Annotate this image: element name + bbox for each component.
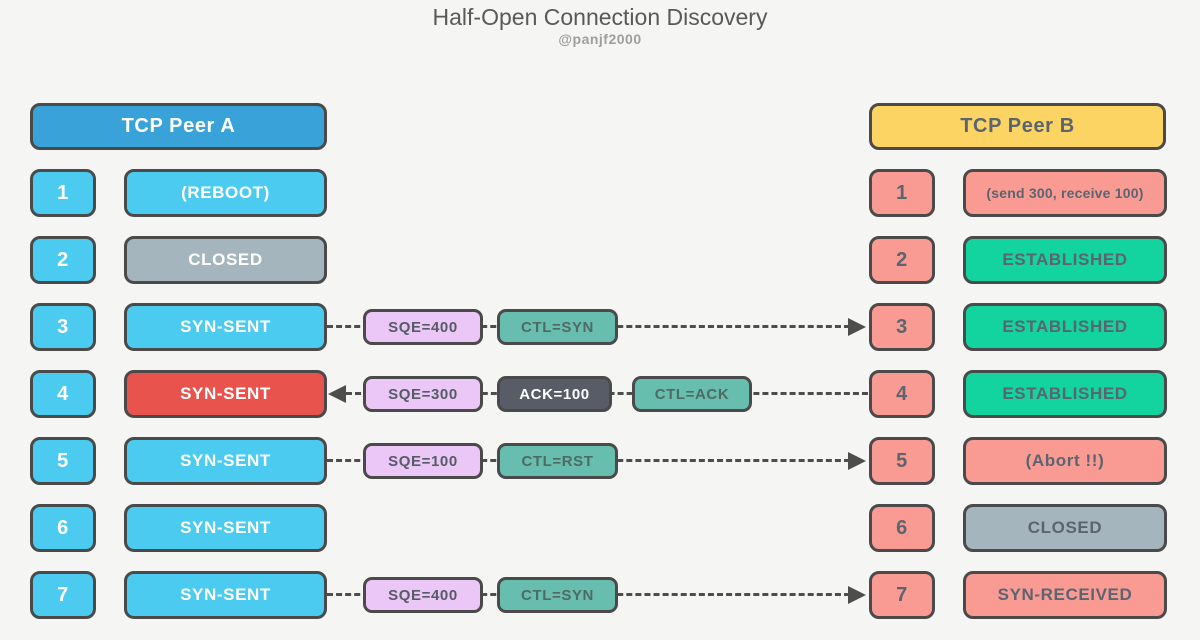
peer-b-step-badge: 5 bbox=[869, 437, 935, 485]
peer-a-step-badge: 2 bbox=[30, 236, 96, 284]
diagram-author: @panjf2000 bbox=[558, 31, 642, 47]
peer-a-state: (REBOOT) bbox=[124, 169, 327, 217]
arrow-head-right-icon bbox=[848, 452, 866, 470]
peer-b-step-badge: 4 bbox=[869, 370, 935, 418]
message-box-ack: ACK=100 bbox=[497, 376, 612, 412]
message-box-seq: SQE=300 bbox=[363, 376, 483, 412]
arrow-head-right-icon bbox=[848, 586, 866, 604]
peer-a-state: SYN-SENT bbox=[124, 504, 327, 552]
peer-b-state: CLOSED bbox=[963, 504, 1167, 552]
message-box-ctl: CTL=ACK bbox=[632, 376, 752, 412]
peer-a-state: SYN-SENT bbox=[124, 303, 327, 351]
peer-b-state: ESTABLISHED bbox=[963, 303, 1167, 351]
peer-b-step-badge: 7 bbox=[869, 571, 935, 619]
peer-b-state: (send 300, receive 100) bbox=[963, 169, 1167, 217]
peer-b-state: (Abort !!) bbox=[963, 437, 1167, 485]
arrow-head-left-icon bbox=[328, 385, 346, 403]
peer-b-state: ESTABLISHED bbox=[963, 236, 1167, 284]
peer-b-step-badge: 1 bbox=[869, 169, 935, 217]
peer-b-state: ESTABLISHED bbox=[963, 370, 1167, 418]
peer-b-header: TCP Peer B bbox=[869, 103, 1166, 150]
peer-a-step-badge: 1 bbox=[30, 169, 96, 217]
message-box-ctl: CTL=SYN bbox=[497, 309, 618, 345]
peer-a-state: SYN-SENT bbox=[124, 437, 327, 485]
diagram-title: Half-Open Connection Discovery bbox=[432, 4, 768, 30]
message-box-seq: SQE=100 bbox=[363, 443, 483, 479]
message-box-ctl: CTL=RST bbox=[497, 443, 618, 479]
arrow-head-right-icon bbox=[848, 318, 866, 336]
message-box-seq: SQE=400 bbox=[363, 577, 483, 613]
peer-a-state: SYN-SENT bbox=[124, 370, 327, 418]
peer-a-step-badge: 6 bbox=[30, 504, 96, 552]
peer-a-header: TCP Peer A bbox=[30, 103, 327, 150]
peer-b-step-badge: 2 bbox=[869, 236, 935, 284]
peer-b-step-badge: 3 bbox=[869, 303, 935, 351]
peer-b-step-badge: 6 bbox=[869, 504, 935, 552]
message-box-seq: SQE=400 bbox=[363, 309, 483, 345]
peer-a-step-badge: 3 bbox=[30, 303, 96, 351]
peer-b-state: SYN-RECEIVED bbox=[963, 571, 1167, 619]
peer-a-state: SYN-SENT bbox=[124, 571, 327, 619]
peer-a-step-badge: 7 bbox=[30, 571, 96, 619]
peer-a-state: CLOSED bbox=[124, 236, 327, 284]
message-box-ctl: CTL=SYN bbox=[497, 577, 618, 613]
peer-a-step-badge: 5 bbox=[30, 437, 96, 485]
peer-a-step-badge: 4 bbox=[30, 370, 96, 418]
